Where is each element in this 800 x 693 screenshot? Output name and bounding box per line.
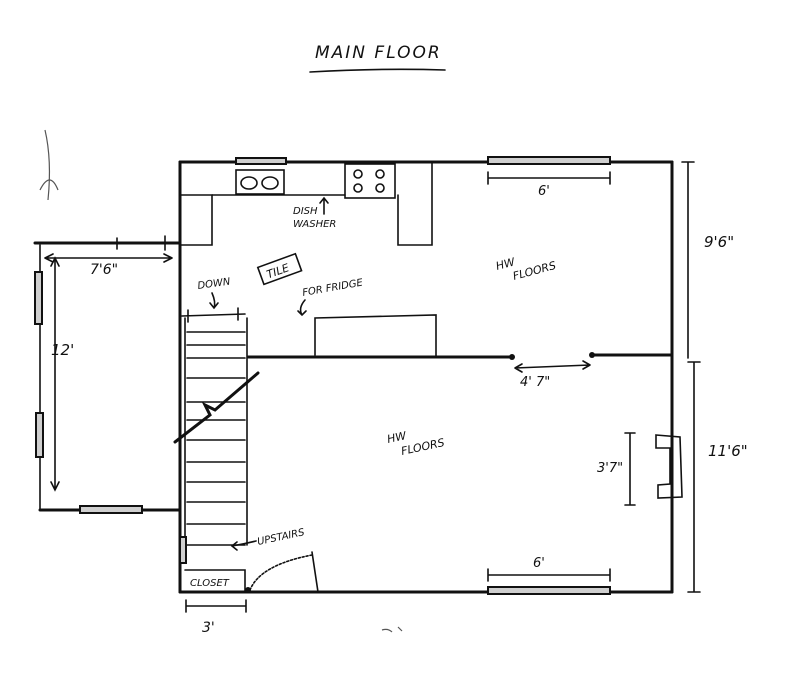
fridge-arrow-icon xyxy=(297,299,307,317)
burner-1 xyxy=(353,169,363,179)
fireplace-dimension: 3'7" xyxy=(597,461,623,476)
stair-down-marker xyxy=(181,307,246,323)
stove-icon xyxy=(344,163,396,199)
stairwell-walls xyxy=(184,317,248,546)
burner-2 xyxy=(375,169,385,179)
margin-mark xyxy=(44,129,51,201)
upstairs-label: UPSTAIRS xyxy=(256,527,306,548)
sink-basin-right xyxy=(261,176,279,190)
fireplace-dim-line xyxy=(624,432,636,506)
margin-mark-2 xyxy=(39,179,59,191)
fireplace-icon xyxy=(655,434,683,499)
dishwasher-arrow-icon xyxy=(319,196,329,215)
door-swing xyxy=(249,554,313,591)
porch-tick-1 xyxy=(116,235,166,251)
porch-width-dimension: 7'6" xyxy=(90,262,118,278)
window-bottom xyxy=(487,586,611,595)
closet-dimension: 3' xyxy=(202,620,215,636)
fridge-wall xyxy=(314,314,437,358)
upper-height-dim-line xyxy=(681,161,695,359)
window-bottom-dim-line xyxy=(487,568,611,582)
title-underline xyxy=(309,68,446,73)
kitchen-counter xyxy=(179,161,213,246)
closet-box xyxy=(184,569,246,593)
sink-icon xyxy=(235,169,285,195)
porch-window-upper xyxy=(34,271,43,325)
window-top-dim-line xyxy=(487,171,611,185)
sink-window xyxy=(235,157,287,165)
tile-label: TILE xyxy=(256,252,303,286)
door-leaf xyxy=(311,551,319,593)
burner-4 xyxy=(375,183,385,193)
lower-height-dim-line xyxy=(687,361,701,593)
plan-title: MAIN FLOOR xyxy=(315,43,442,63)
sink-basin-left xyxy=(240,176,258,190)
hw-floors-upper-2: FLOORS xyxy=(511,259,557,283)
hw-floors-lower-1: HW xyxy=(386,429,409,446)
upper-height-dimension: 9'6" xyxy=(704,233,734,251)
opening-mark-right xyxy=(589,352,595,358)
porch-window-lower xyxy=(35,412,44,458)
stair-treads xyxy=(186,331,246,546)
hw-floors-upper-1: HW xyxy=(494,255,517,273)
burner-3 xyxy=(353,183,363,193)
stair-break-line xyxy=(173,371,260,444)
window-bottom-dimension: 6' xyxy=(533,556,545,571)
door-hinge xyxy=(245,587,251,593)
porch-window-bottom xyxy=(79,505,143,514)
down-label: DOWN xyxy=(197,276,232,292)
kitchen-counter-right xyxy=(397,161,433,246)
lower-height-dimension: 11'6" xyxy=(708,442,748,460)
closet-label: CLOSET xyxy=(190,578,230,589)
closet-light-mark xyxy=(179,536,187,564)
dishwasher-label-2: WASHER xyxy=(293,219,336,230)
opening-dimension: 4' 7" xyxy=(520,375,550,390)
opening-dim-arrow-icon xyxy=(514,360,591,373)
dishwasher-label-1: DISH xyxy=(293,206,318,217)
porch-width-dim-line xyxy=(44,253,173,263)
window-top xyxy=(487,156,611,165)
for-fridge-label: FOR FRIDGE xyxy=(302,277,365,299)
upstairs-arrow-icon xyxy=(230,540,257,551)
opening-mark-left xyxy=(509,354,515,360)
stray-mark xyxy=(381,626,403,633)
porch-depth-dimension: 12' xyxy=(51,341,74,359)
closet-dim-line xyxy=(185,599,247,613)
porch-depth-dim-line xyxy=(50,256,60,492)
window-top-dimension: 6' xyxy=(538,184,550,199)
down-arrow-icon xyxy=(209,292,219,310)
